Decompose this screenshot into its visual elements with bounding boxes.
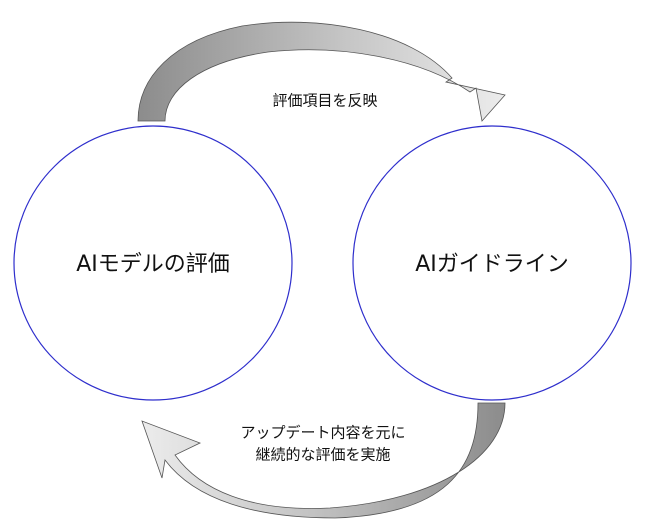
node-circle-ai-model-evaluation	[13, 125, 293, 401]
edge-label-bottom-line2: 継続的な評価を実施	[255, 446, 390, 464]
bottom-curved-arrow	[141, 402, 506, 519]
node-label-ai-guideline: AIガイドライン	[415, 252, 569, 277]
node-circle-ai-guideline	[352, 125, 632, 401]
edge-label-reflect-evaluation-items: 評価項目を反映	[272, 92, 377, 110]
edge-label-bottom-line1: アップデート内容を元に	[240, 424, 405, 442]
top-curved-arrow	[137, 21, 506, 122]
node-label-ai-model-evaluation: AIモデルの評価	[76, 252, 230, 277]
